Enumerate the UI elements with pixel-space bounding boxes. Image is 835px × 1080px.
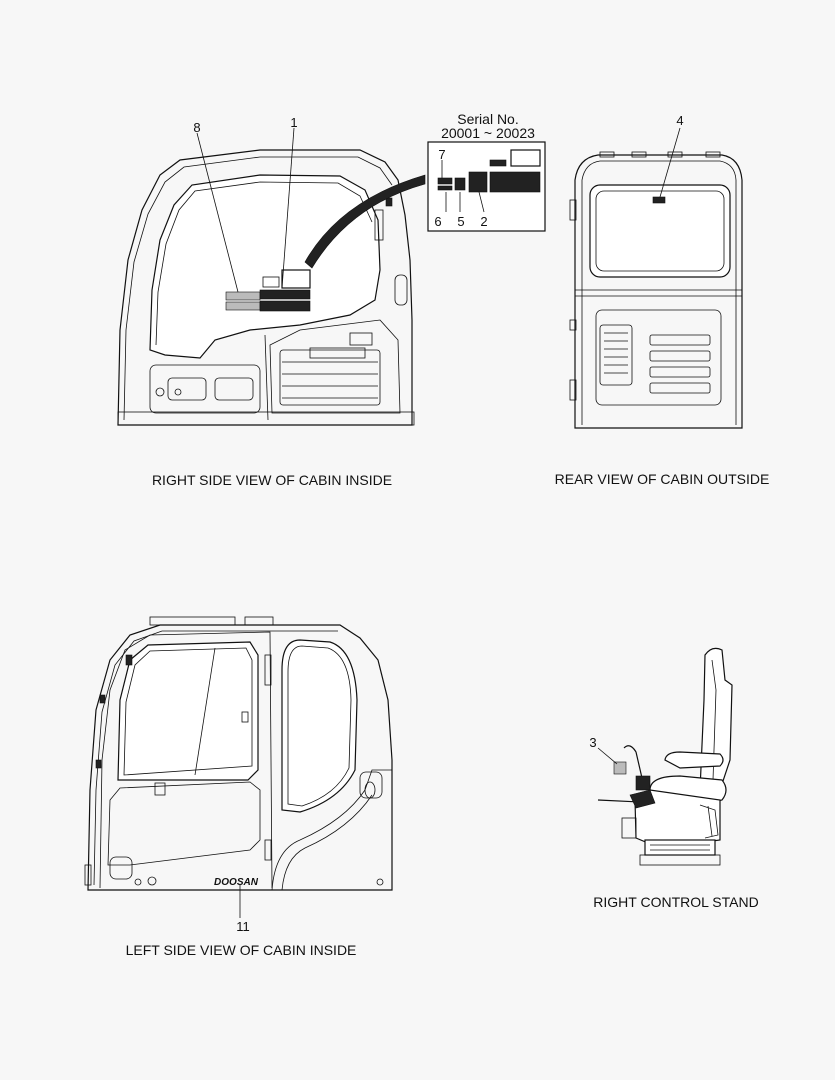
part-number-2: 2 — [480, 214, 487, 229]
part-number-3: 3 — [589, 735, 596, 750]
part-number-7: 7 — [438, 147, 445, 162]
caption-right-control-stand: RIGHT CONTROL STAND — [593, 894, 758, 910]
part-number-8: 8 — [193, 120, 200, 135]
caption-rear-view: REAR VIEW OF CABIN OUTSIDE — [555, 471, 770, 487]
part-number-5: 5 — [457, 214, 464, 229]
caption-left-side-view: LEFT SIDE VIEW OF CABIN INSIDE — [126, 942, 357, 958]
left-side-cabin-view — [84, 616, 393, 918]
part-number-4: 4 — [676, 113, 683, 128]
part-number-6: 6 — [434, 214, 441, 229]
rear-cabin-view — [569, 127, 743, 429]
caption-right-side-view: RIGHT SIDE VIEW OF CABIN INSIDE — [152, 472, 392, 488]
serial-callout — [427, 141, 546, 232]
right-side-cabin-view — [117, 127, 426, 426]
serial-range: 20001 ~ 20023 — [441, 125, 535, 141]
part-number-1: 1 — [290, 115, 297, 130]
serial-title: Serial No. — [457, 111, 518, 127]
doosan-decal-text: DOOSAN — [214, 877, 259, 888]
right-control-stand — [597, 647, 733, 866]
part-number-11: 11 — [236, 919, 250, 934]
